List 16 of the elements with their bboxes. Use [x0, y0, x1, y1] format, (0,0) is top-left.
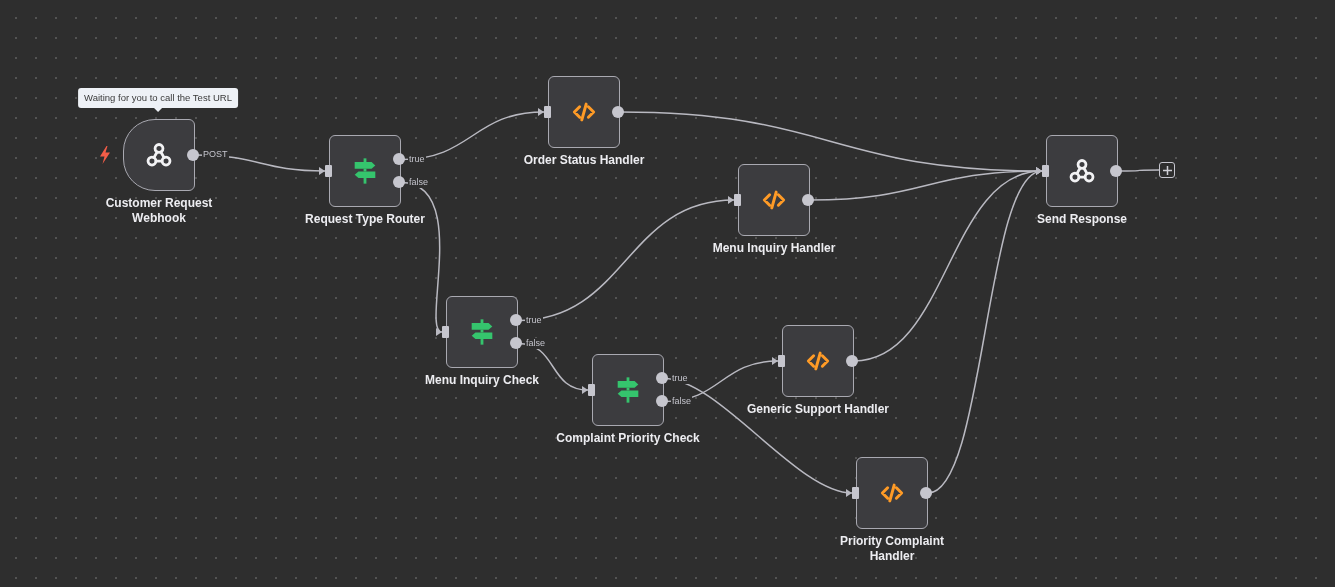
node-label: Customer Request Webhook	[104, 196, 214, 226]
node-label: Order Status Handler	[523, 153, 645, 168]
node-label: Priority Complaint Handler	[839, 534, 945, 564]
node-label: Complaint Priority Check	[556, 431, 700, 446]
node-label: Generic Support Handler	[747, 402, 889, 417]
edge-label: false	[525, 337, 546, 349]
edge-label: false	[671, 395, 692, 407]
edge-label: false	[408, 176, 429, 188]
node-label: Menu Inquiry Check	[425, 373, 539, 388]
node-label: Send Response	[1037, 212, 1127, 227]
node-label: Menu Inquiry Handler	[712, 241, 836, 256]
edge-label: POST	[202, 149, 229, 160]
edge-label: true	[671, 372, 689, 384]
edge-label: true	[525, 314, 543, 326]
edge-label: true	[408, 153, 426, 165]
node-label: Request Type Router	[305, 212, 425, 227]
